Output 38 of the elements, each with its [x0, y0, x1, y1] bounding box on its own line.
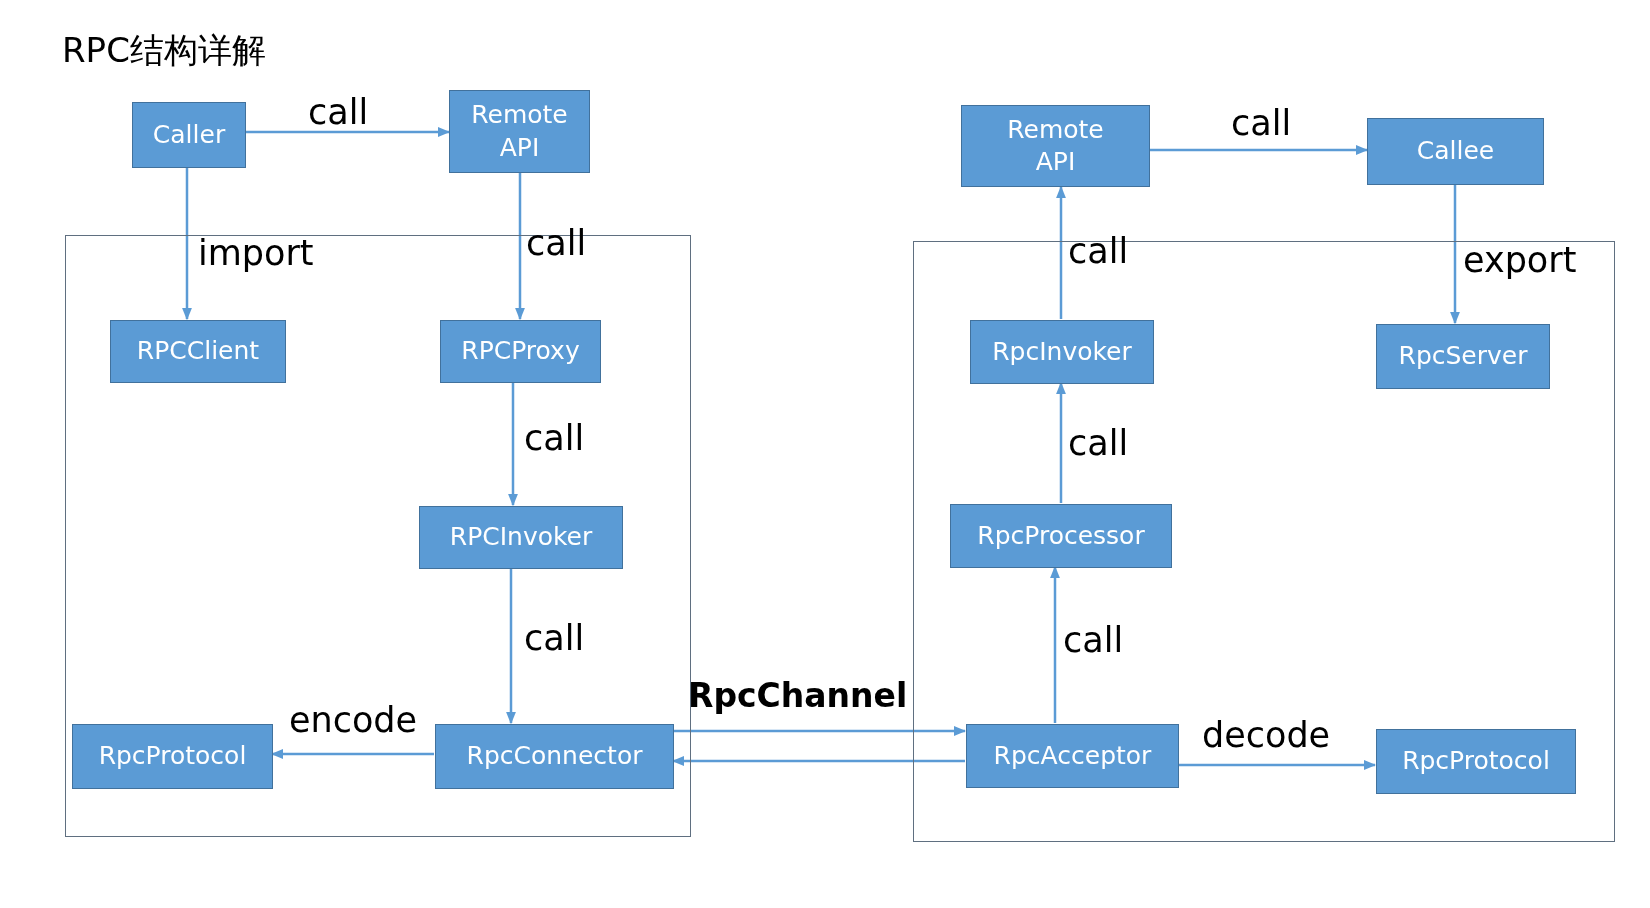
- arrow: [506, 568, 516, 725]
- edge-label: export: [1463, 240, 1577, 280]
- component-box: RpcConnector: [435, 724, 674, 789]
- edge-label: call: [1068, 423, 1129, 463]
- arrow: [1178, 760, 1377, 770]
- edge-label: import: [198, 233, 314, 273]
- component-box: RpcInvoker: [970, 320, 1154, 384]
- arrow: [182, 168, 192, 321]
- component-box: RpcServer: [1376, 324, 1550, 389]
- edge-label: call: [524, 618, 585, 658]
- edge-label: call: [526, 223, 587, 263]
- edge-label: call: [1231, 103, 1292, 143]
- component-box: RPCInvoker: [419, 506, 623, 569]
- edge-label: RpcChannel: [688, 676, 908, 715]
- component-box: RpcAcceptor: [966, 724, 1179, 788]
- component-box: RpcProcessor: [950, 504, 1172, 568]
- edge-label: call: [1063, 620, 1124, 660]
- arrow: [508, 382, 518, 507]
- arrow: [246, 127, 451, 137]
- edge-label: call: [524, 418, 585, 458]
- arrow: [1056, 185, 1066, 319]
- component-box: Remote API: [449, 90, 590, 173]
- edge-label: call: [308, 92, 369, 132]
- component-box: Callee: [1367, 118, 1544, 185]
- component-box: RpcProtocol: [72, 724, 273, 789]
- arrow: [1450, 185, 1460, 325]
- arrow: [1150, 145, 1369, 155]
- arrow: [515, 173, 525, 321]
- arrow: [673, 726, 967, 736]
- edge-label: call: [1068, 231, 1129, 271]
- component-box: RpcProtocol: [1376, 729, 1576, 794]
- component-box: RPCClient: [110, 320, 286, 383]
- edge-label: encode: [289, 700, 418, 740]
- edge-label: decode: [1202, 715, 1331, 755]
- component-box: Remote API: [961, 105, 1150, 187]
- component-box: RPCProxy: [440, 320, 601, 383]
- component-box: Caller: [132, 102, 246, 168]
- diagram-title: RPC结构详解: [62, 29, 266, 72]
